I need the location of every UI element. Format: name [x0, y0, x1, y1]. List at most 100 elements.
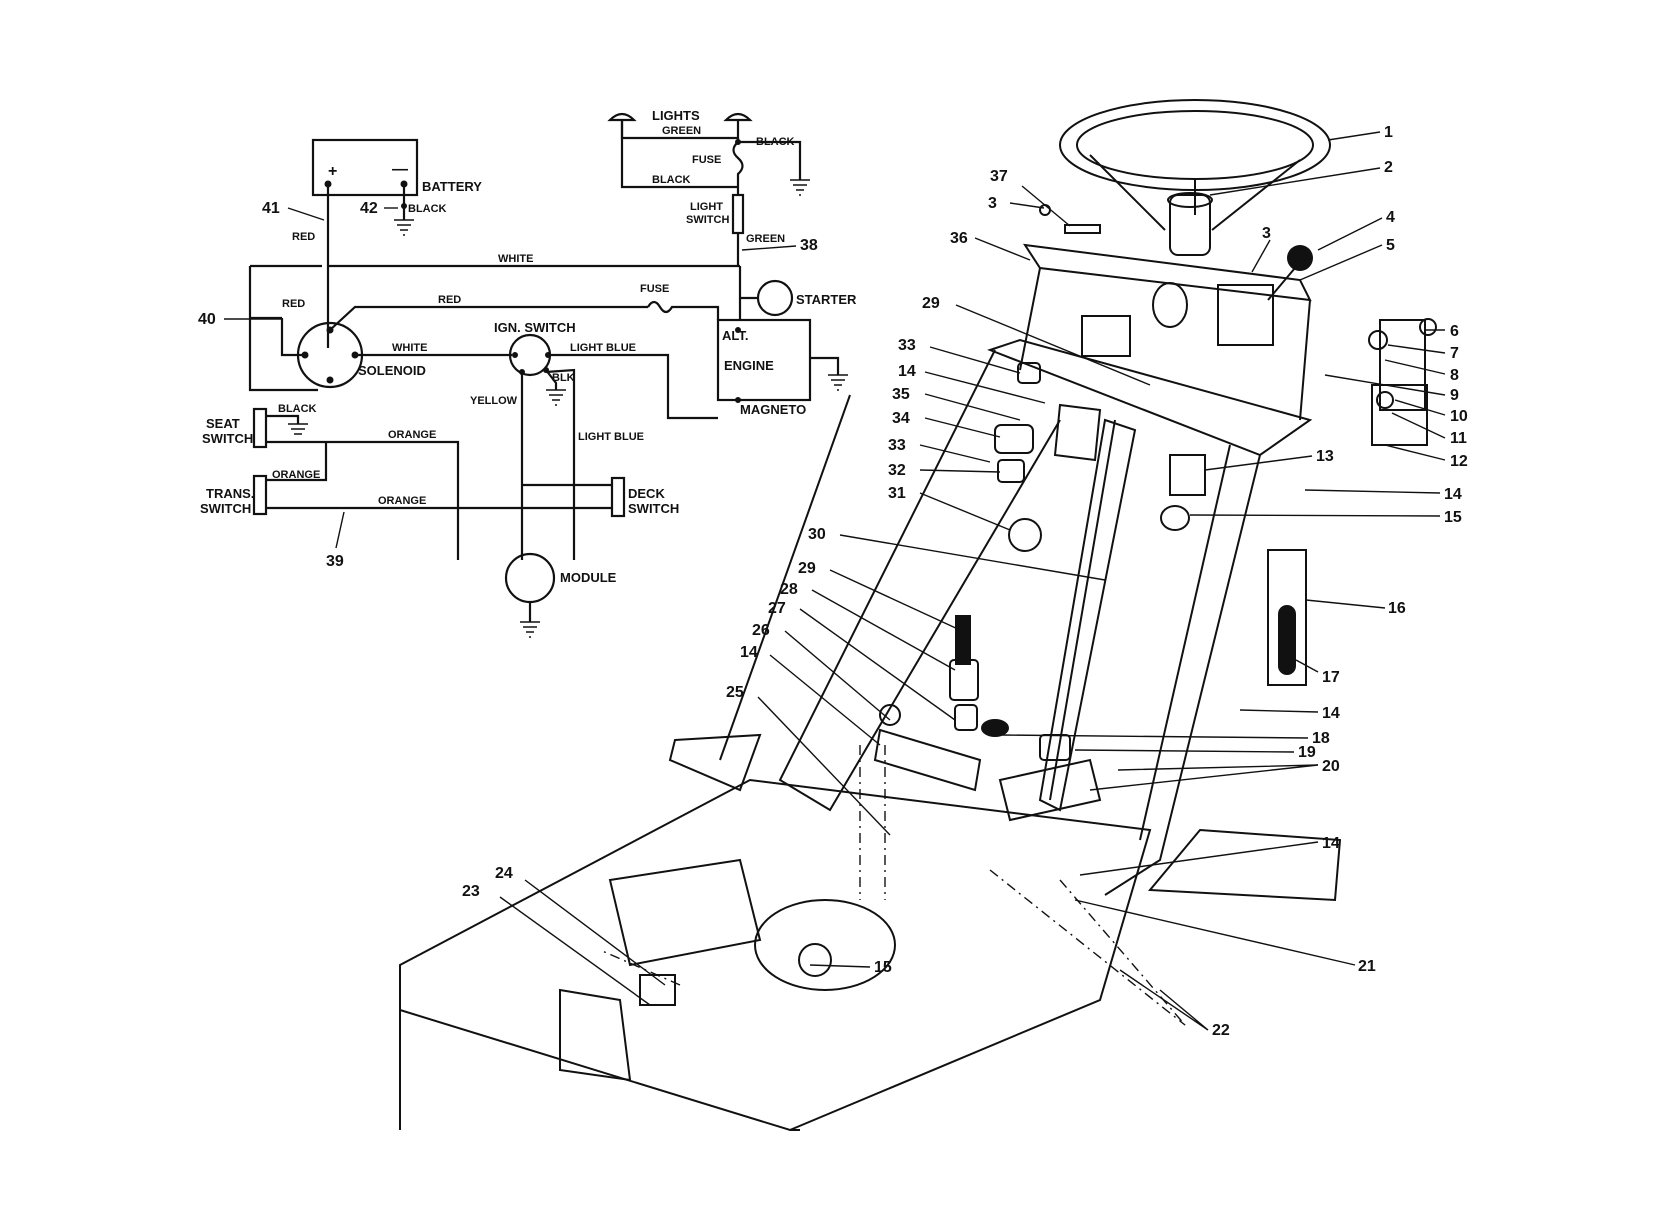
part-24: 24 [495, 865, 513, 882]
wire-light-blue-down: LIGHT BLUE [578, 431, 644, 443]
part-31: 31 [888, 485, 906, 502]
ign-switch-label: IGN. SWITCH [494, 320, 576, 335]
part-15a: 15 [1444, 509, 1462, 526]
battery-minus: — [392, 161, 408, 178]
engine-label: ENGINE [724, 358, 774, 373]
light-switch-label-2: SWITCH [686, 214, 729, 226]
battery-label: BATTERY [422, 179, 482, 194]
trans-switch-box [252, 474, 268, 516]
part-21: 21 [1358, 958, 1376, 975]
battery-box [311, 138, 419, 197]
deck-switch-box [610, 476, 626, 518]
light-lamp-right [723, 112, 753, 122]
fuse-lights-label: FUSE [692, 154, 721, 166]
wire-orange-trans: ORANGE [272, 469, 320, 481]
wire-white-top: WHITE [498, 253, 533, 265]
lever-knob [1287, 245, 1313, 271]
part-14e: 14 [1322, 835, 1340, 852]
part-25: 25 [726, 684, 744, 701]
ground-icon [394, 219, 414, 236]
steering-wheel [1059, 99, 1331, 191]
lights-label: LIGHTS [652, 108, 700, 123]
part-12: 12 [1450, 453, 1468, 470]
part-4: 4 [1386, 209, 1395, 226]
wire-orange-seat: ORANGE [388, 429, 436, 441]
part-27: 27 [768, 600, 786, 617]
module-circle [504, 552, 556, 604]
solenoid-label: SOLENOID [358, 363, 426, 378]
seat-switch-box [252, 407, 268, 449]
part-14c: 14 [740, 644, 758, 661]
wire-yellow: YELLOW [470, 395, 518, 407]
wire-red-solenoid: RED [282, 298, 305, 310]
alt-engine-box [716, 318, 812, 402]
part-11: 11 [1450, 430, 1467, 447]
part-19: 19 [1298, 744, 1316, 761]
tractor-body [399, 99, 1437, 1132]
part-29b: 29 [798, 560, 816, 577]
magneto-label: MAGNETO [740, 402, 806, 417]
wire-red-fuse: RED [438, 294, 461, 306]
part-33a: 33 [898, 337, 916, 354]
part-28: 28 [780, 581, 798, 598]
part-10: 10 [1450, 408, 1468, 425]
battery-plus: + [328, 163, 337, 180]
part-23: 23 [462, 883, 480, 900]
deck-switch-label-2: SWITCH [628, 501, 679, 516]
part-26: 26 [752, 622, 770, 639]
part-1: 1 [1384, 124, 1393, 141]
part-33b: 33 [888, 437, 906, 454]
callout-40: 40 [198, 311, 216, 328]
light-lamp-left [607, 112, 637, 122]
trans-switch-label-1: TRANS. [206, 486, 254, 501]
wire-orange-bottom: ORANGE [378, 495, 426, 507]
part-3a: 3 [988, 195, 997, 212]
starter-label: STARTER [796, 292, 857, 307]
part-17: 17 [1322, 669, 1340, 686]
callout-41: 41 [262, 200, 280, 217]
part-34: 34 [892, 410, 910, 427]
fuse-main-label: FUSE [640, 283, 669, 295]
part-2: 2 [1384, 159, 1393, 176]
part-37: 37 [990, 168, 1008, 185]
wire-white-solenoid: WHITE [392, 342, 427, 354]
part-callouts: 1 2 37 3 36 3 4 5 29 6 7 8 33 9 14 10 35… [462, 124, 1468, 1039]
part-16: 16 [1388, 600, 1406, 617]
wire-red-battery: RED [292, 231, 315, 243]
part-3b: 3 [1262, 225, 1271, 242]
part-14d: 14 [1322, 705, 1340, 722]
light-switch-label-1: LIGHT [690, 201, 723, 213]
part-14b: 14 [1444, 486, 1462, 503]
trans-switch-label-2: SWITCH [200, 501, 251, 516]
callout-38: 38 [800, 237, 818, 254]
wire-black-battery: BLACK [408, 203, 447, 215]
part-14a: 14 [898, 363, 916, 380]
callout-42: 42 [360, 200, 378, 217]
part-35: 35 [892, 386, 910, 403]
callout-39: 39 [326, 553, 344, 570]
seat-switch-label-1: SEAT [206, 416, 240, 431]
wire-blk-ign: BLK [552, 372, 575, 384]
part-13: 13 [1316, 448, 1334, 465]
part-6: 6 [1450, 323, 1459, 340]
part-20: 20 [1322, 758, 1340, 775]
wiring-schematic: + — BATTERY RED BLACK 41 42 WHITE SOLENO… [198, 108, 857, 638]
wire-black-lights-left: BLACK [652, 174, 691, 186]
part-22: 22 [1212, 1022, 1230, 1039]
part-29a: 29 [922, 295, 940, 312]
part-8: 8 [1450, 367, 1459, 384]
part-18: 18 [1312, 730, 1330, 747]
part-36: 36 [950, 230, 968, 247]
part-30: 30 [808, 526, 826, 543]
deck-switch-label-1: DECK [628, 486, 665, 501]
seat-switch-label-2: SWITCH [202, 431, 253, 446]
part-32: 32 [888, 462, 906, 479]
wire-black-lights-right: BLACK [756, 136, 795, 148]
part-5: 5 [1386, 237, 1395, 254]
floor-pan [399, 778, 1152, 1132]
module-label: MODULE [560, 570, 617, 585]
part-7: 7 [1450, 345, 1459, 362]
light-switch-box [731, 193, 745, 235]
